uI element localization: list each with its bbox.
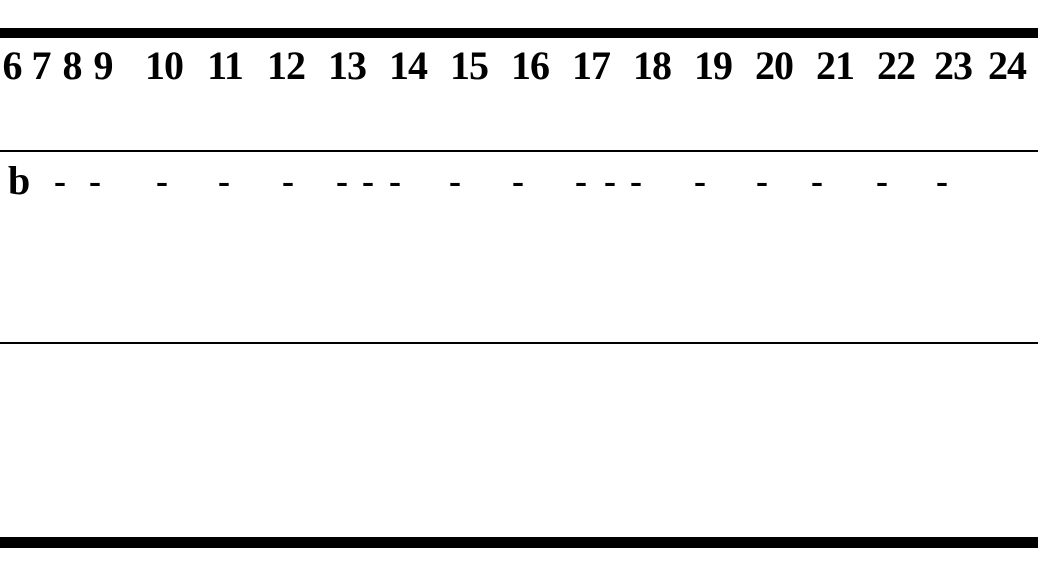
column-number: 14 xyxy=(389,43,428,88)
table-cell: - xyxy=(811,161,823,201)
column-number: 18 xyxy=(633,43,672,88)
column-number: 22 xyxy=(877,43,916,88)
column-number: 19 xyxy=(694,43,733,88)
column-number: 15 xyxy=(450,43,489,88)
table-cell: - xyxy=(449,161,461,201)
column-number: 23 xyxy=(934,43,973,88)
table-cell: - xyxy=(54,161,66,201)
table-cell: - xyxy=(156,161,168,201)
table-cell: - xyxy=(362,161,374,201)
table-cell: - xyxy=(876,161,888,201)
table-cell: - xyxy=(512,161,524,201)
table-cell: - xyxy=(936,161,948,201)
column-number: 24 xyxy=(988,43,1027,88)
table-cell: - xyxy=(575,161,587,201)
column-number: 8 xyxy=(62,43,83,88)
column-number: 13 xyxy=(328,43,367,88)
column-number-header: 6 7 8 9 10 11 12 13 14 15 16 17 18 19 20… xyxy=(0,40,1038,92)
table-cell: - xyxy=(756,161,768,201)
table-cell: - xyxy=(389,161,401,201)
table-cell: - xyxy=(630,161,642,201)
top-thick-rule xyxy=(0,28,1038,38)
row-divider-rule xyxy=(0,342,1038,344)
column-number: 9 xyxy=(93,43,114,88)
column-number: 11 xyxy=(207,43,244,88)
table-cell: - xyxy=(694,161,706,201)
column-number: 12 xyxy=(267,43,306,88)
column-number: 20 xyxy=(755,43,794,88)
column-number: 21 xyxy=(816,43,855,88)
header-divider-rule xyxy=(0,150,1038,152)
column-number: 7 xyxy=(31,43,52,88)
bottom-thick-rule xyxy=(0,537,1038,548)
table-cell: - xyxy=(218,161,230,201)
table-row: b - - - - - - - - - - - - - - - - - - xyxy=(0,156,1038,206)
column-number: 6 xyxy=(2,43,23,88)
table-cell: - xyxy=(282,161,294,201)
row-label: b xyxy=(8,158,31,203)
column-number: 16 xyxy=(511,43,550,88)
column-number: 10 xyxy=(145,43,184,88)
table-cell: - xyxy=(336,161,348,201)
table-cell: - xyxy=(89,161,101,201)
table-cell: - xyxy=(604,161,616,201)
column-number: 17 xyxy=(572,43,611,88)
